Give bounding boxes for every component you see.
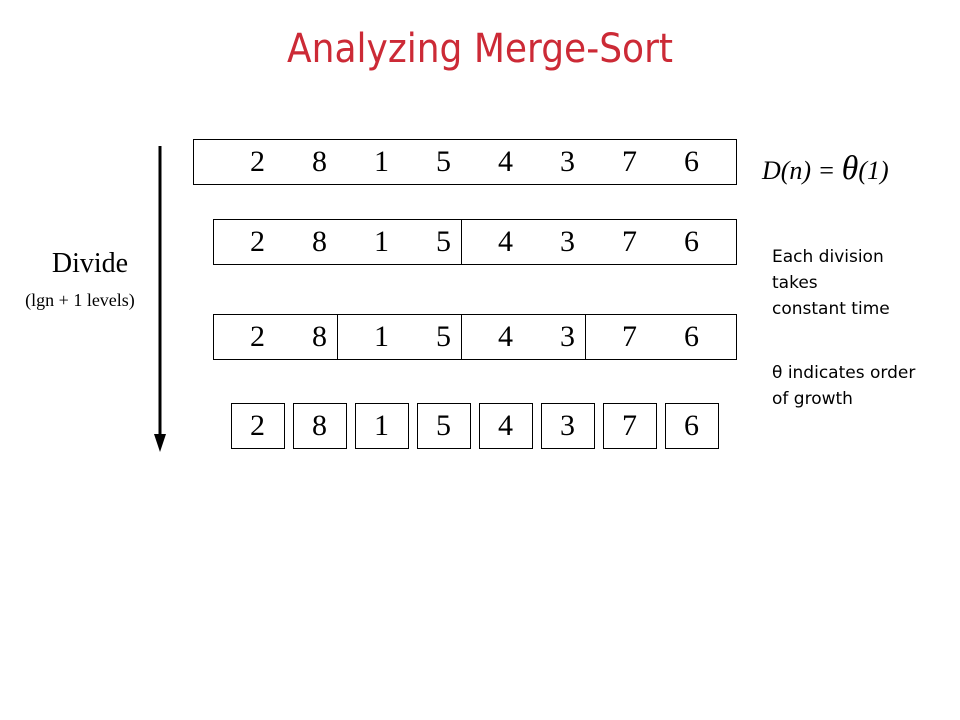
note-line: takes (772, 273, 818, 293)
equation-rhs: (1) (858, 156, 889, 185)
array-element: 3 (560, 409, 575, 442)
array-element: 7 (622, 320, 637, 353)
arrow-head (154, 434, 166, 452)
array-element: 2 (250, 320, 265, 353)
array-element: 6 (684, 225, 699, 258)
array-element: 3 (560, 145, 575, 178)
array-element: 7 (622, 225, 637, 258)
array-element: 3 (560, 320, 575, 353)
array-box-level-4: 3 (541, 403, 595, 449)
note-line: constant time (772, 299, 890, 319)
array-element: 6 (684, 320, 699, 353)
array-box-level-4: 4 (479, 403, 533, 449)
array-box-level-4: 2 (231, 403, 285, 449)
array-box-level-4: 5 (417, 403, 471, 449)
array-element: 5 (436, 320, 451, 353)
array-element: 1 (374, 225, 389, 258)
division-note: Each division takes constant time (772, 244, 890, 322)
array-box-level-2: 2 8 1 5 (213, 219, 489, 265)
theta-note-line: θ indicates order (772, 360, 915, 386)
array-element: 2 (250, 409, 265, 442)
array-element: 6 (684, 409, 699, 442)
array-box-level-4: 7 (603, 403, 657, 449)
divide-label: Divide (51, 248, 129, 279)
array-element: 7 (622, 409, 637, 442)
array-element: 4 (498, 320, 513, 353)
theta-note: θ indicates order of growth (772, 360, 915, 412)
array-box-level-4: 8 (293, 403, 347, 449)
array-element: 8 (312, 225, 327, 258)
note-line: Each division (772, 247, 884, 267)
array-element: 4 (498, 409, 513, 442)
array-element: 2 (250, 225, 265, 258)
array-box-level-4: 6 (665, 403, 719, 449)
array-element: 3 (560, 225, 575, 258)
equation-lhs: D(n) = (762, 156, 842, 185)
down-arrow-icon (154, 146, 166, 452)
array-element: 2 (250, 145, 265, 178)
array-box-level-4: 1 (355, 403, 409, 449)
array-element: 8 (312, 145, 327, 178)
array-element: 5 (436, 145, 451, 178)
array-element: 1 (374, 320, 389, 353)
array-element: 4 (498, 225, 513, 258)
array-element: 6 (684, 145, 699, 178)
theta-symbol: θ (772, 363, 783, 383)
array-element: 8 (312, 320, 327, 353)
slide-title: Analyzing Merge-Sort (287, 26, 673, 72)
array-box-level-2: 4 3 7 6 (461, 219, 737, 265)
array-element: 1 (374, 145, 389, 178)
array-element: 1 (374, 409, 389, 442)
array-element: 8 (312, 409, 327, 442)
divide-cost-equation: D(n) = θ(1) (762, 150, 889, 188)
array-element: 5 (436, 225, 451, 258)
array-box-level-1: 2 8 1 5 4 3 7 6 (193, 139, 737, 185)
theta-symbol: θ (841, 150, 859, 187)
array-element: 7 (622, 145, 637, 178)
theta-note-line: of growth (772, 389, 853, 409)
levels-label: (lgn + 1 levels) (25, 290, 135, 310)
array-element: 4 (498, 145, 513, 178)
array-element: 5 (436, 409, 451, 442)
theta-note-text: indicates order (787, 363, 916, 383)
